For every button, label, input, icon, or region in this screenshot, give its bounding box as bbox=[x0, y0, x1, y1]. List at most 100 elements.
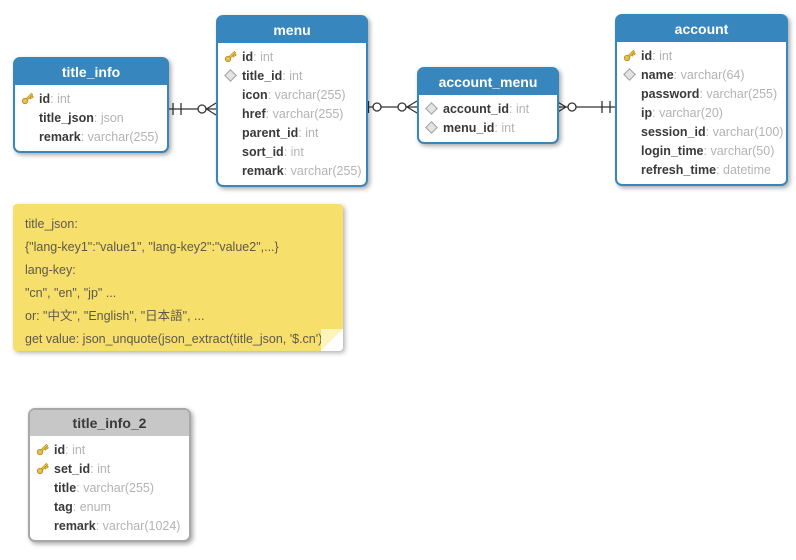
field-type: int bbox=[65, 443, 85, 457]
field-row[interactable]: login_time varchar(50) bbox=[617, 141, 782, 160]
field-name: sort_id bbox=[242, 144, 284, 159]
field-type: int bbox=[652, 49, 672, 63]
field-type: varchar(64) bbox=[674, 68, 745, 82]
primary-key-icon bbox=[30, 461, 54, 476]
note-line: "cn", "en", "jp" ... bbox=[25, 286, 117, 300]
field-row[interactable]: account_id int bbox=[419, 99, 553, 118]
field-type: enum bbox=[73, 500, 111, 514]
table-fields: id int set_id int title varchar(255) tag… bbox=[30, 436, 189, 540]
foreign-key-icon bbox=[419, 121, 443, 134]
field-name: title bbox=[54, 480, 77, 495]
relationship-menu-account_menu[interactable] bbox=[364, 100, 418, 114]
field-row[interactable]: title_json json bbox=[15, 108, 163, 127]
table-title[interactable]: account_menu bbox=[419, 69, 557, 95]
field-type: varchar(255) bbox=[284, 164, 362, 178]
primary-key-icon bbox=[218, 49, 242, 64]
relationship-title_info-menu[interactable] bbox=[165, 102, 217, 116]
field-row[interactable]: id int bbox=[617, 46, 782, 65]
field-name: remark bbox=[39, 129, 81, 144]
field-type: varchar(20) bbox=[652, 106, 723, 120]
field-type: int bbox=[282, 69, 302, 83]
relationship-account_menu-account[interactable] bbox=[555, 100, 615, 114]
field-name: id bbox=[641, 48, 653, 63]
note-fold-corner-icon bbox=[321, 329, 343, 351]
field-type: varchar(100) bbox=[706, 125, 784, 139]
field-row[interactable]: remark varchar(1024) bbox=[30, 516, 185, 535]
note-line: lang-key: bbox=[25, 263, 76, 277]
table-fields: id int title_json json remark varchar(25… bbox=[15, 85, 167, 151]
primary-key-icon bbox=[15, 91, 39, 106]
note-line: title_json: bbox=[25, 217, 78, 231]
field-name: id bbox=[39, 91, 51, 106]
field-type: json bbox=[94, 111, 124, 125]
field-name: remark bbox=[242, 163, 284, 178]
field-type: int bbox=[298, 126, 318, 140]
note-line: {"lang-key1":"value1", "lang-key2":"valu… bbox=[25, 240, 279, 254]
field-type: varchar(255) bbox=[76, 481, 154, 495]
field-row[interactable]: sort_id int bbox=[218, 142, 362, 161]
field-row[interactable]: icon varchar(255) bbox=[218, 85, 362, 104]
field-name: id bbox=[242, 49, 254, 64]
field-row[interactable]: session_id varchar(100) bbox=[617, 122, 784, 141]
field-name: refresh_time bbox=[641, 162, 717, 177]
field-name: tag bbox=[54, 499, 73, 514]
primary-key-icon bbox=[617, 48, 641, 63]
field-row[interactable]: remark varchar(255) bbox=[218, 161, 362, 180]
field-row[interactable]: title varchar(255) bbox=[30, 478, 185, 497]
field-name: name bbox=[641, 67, 674, 82]
field-type: int bbox=[284, 145, 304, 159]
field-type: varchar(255) bbox=[268, 88, 346, 102]
field-type: varchar(255) bbox=[266, 107, 344, 121]
field-name: icon bbox=[242, 87, 268, 102]
field-type: varchar(255) bbox=[81, 130, 159, 144]
table-title[interactable]: menu bbox=[218, 17, 366, 43]
field-name: id bbox=[54, 442, 66, 457]
field-name: password bbox=[641, 86, 700, 101]
field-type: int bbox=[494, 121, 514, 135]
table-account[interactable]: account id int name varchar(64) password… bbox=[615, 14, 788, 186]
field-type: int bbox=[90, 462, 110, 476]
field-name: remark bbox=[54, 518, 96, 533]
table-title[interactable]: title_info_2 bbox=[30, 410, 189, 436]
table-account_menu[interactable]: account_menu account_id int menu_id int bbox=[417, 67, 559, 144]
table-title_info_2[interactable]: title_info_2 id int set_id int title var… bbox=[28, 408, 191, 542]
field-type: datetime bbox=[716, 163, 771, 177]
table-fields: account_id int menu_id int bbox=[419, 95, 557, 142]
field-row[interactable]: id int bbox=[15, 89, 163, 108]
field-name: title_id bbox=[242, 68, 283, 83]
primary-key-icon bbox=[30, 442, 54, 457]
sticky-note[interactable]: title_json: {"lang-key1":"value1", "lang… bbox=[13, 204, 343, 351]
field-row[interactable]: ip varchar(20) bbox=[617, 103, 782, 122]
table-menu[interactable]: menu id int title_id int icon varchar(25… bbox=[216, 15, 368, 187]
field-row[interactable]: refresh_time datetime bbox=[617, 160, 782, 179]
field-row[interactable]: menu_id int bbox=[419, 118, 553, 137]
table-title_info[interactable]: title_info id int title_json json remark… bbox=[13, 57, 169, 153]
field-type: varchar(1024) bbox=[96, 519, 181, 533]
table-title[interactable]: title_info bbox=[15, 59, 167, 85]
field-name: menu_id bbox=[443, 120, 495, 135]
foreign-key-icon bbox=[419, 102, 443, 115]
field-row[interactable]: id int bbox=[30, 440, 185, 459]
field-row[interactable]: password varchar(255) bbox=[617, 84, 782, 103]
field-row[interactable]: href varchar(255) bbox=[218, 104, 362, 123]
field-name: login_time bbox=[641, 143, 704, 158]
field-name: title_json bbox=[39, 110, 94, 125]
foreign-key-icon bbox=[218, 69, 242, 82]
field-type: int bbox=[253, 50, 273, 64]
table-title[interactable]: account bbox=[617, 16, 786, 42]
field-type: varchar(255) bbox=[699, 87, 777, 101]
field-row[interactable]: title_id int bbox=[218, 66, 362, 85]
field-row[interactable]: parent_id int bbox=[218, 123, 362, 142]
field-row[interactable]: name varchar(64) bbox=[617, 65, 782, 84]
field-name: parent_id bbox=[242, 125, 299, 140]
note-line: or: "中文", "English", "日本語", ... bbox=[25, 309, 205, 323]
field-row[interactable]: id int bbox=[218, 47, 362, 66]
table-fields: id int name varchar(64) password varchar… bbox=[617, 42, 786, 184]
field-row[interactable]: remark varchar(255) bbox=[15, 127, 163, 146]
field-type: varchar(50) bbox=[704, 144, 774, 158]
field-type: int bbox=[509, 102, 529, 116]
field-row[interactable]: tag enum bbox=[30, 497, 185, 516]
field-row[interactable]: set_id int bbox=[30, 459, 185, 478]
